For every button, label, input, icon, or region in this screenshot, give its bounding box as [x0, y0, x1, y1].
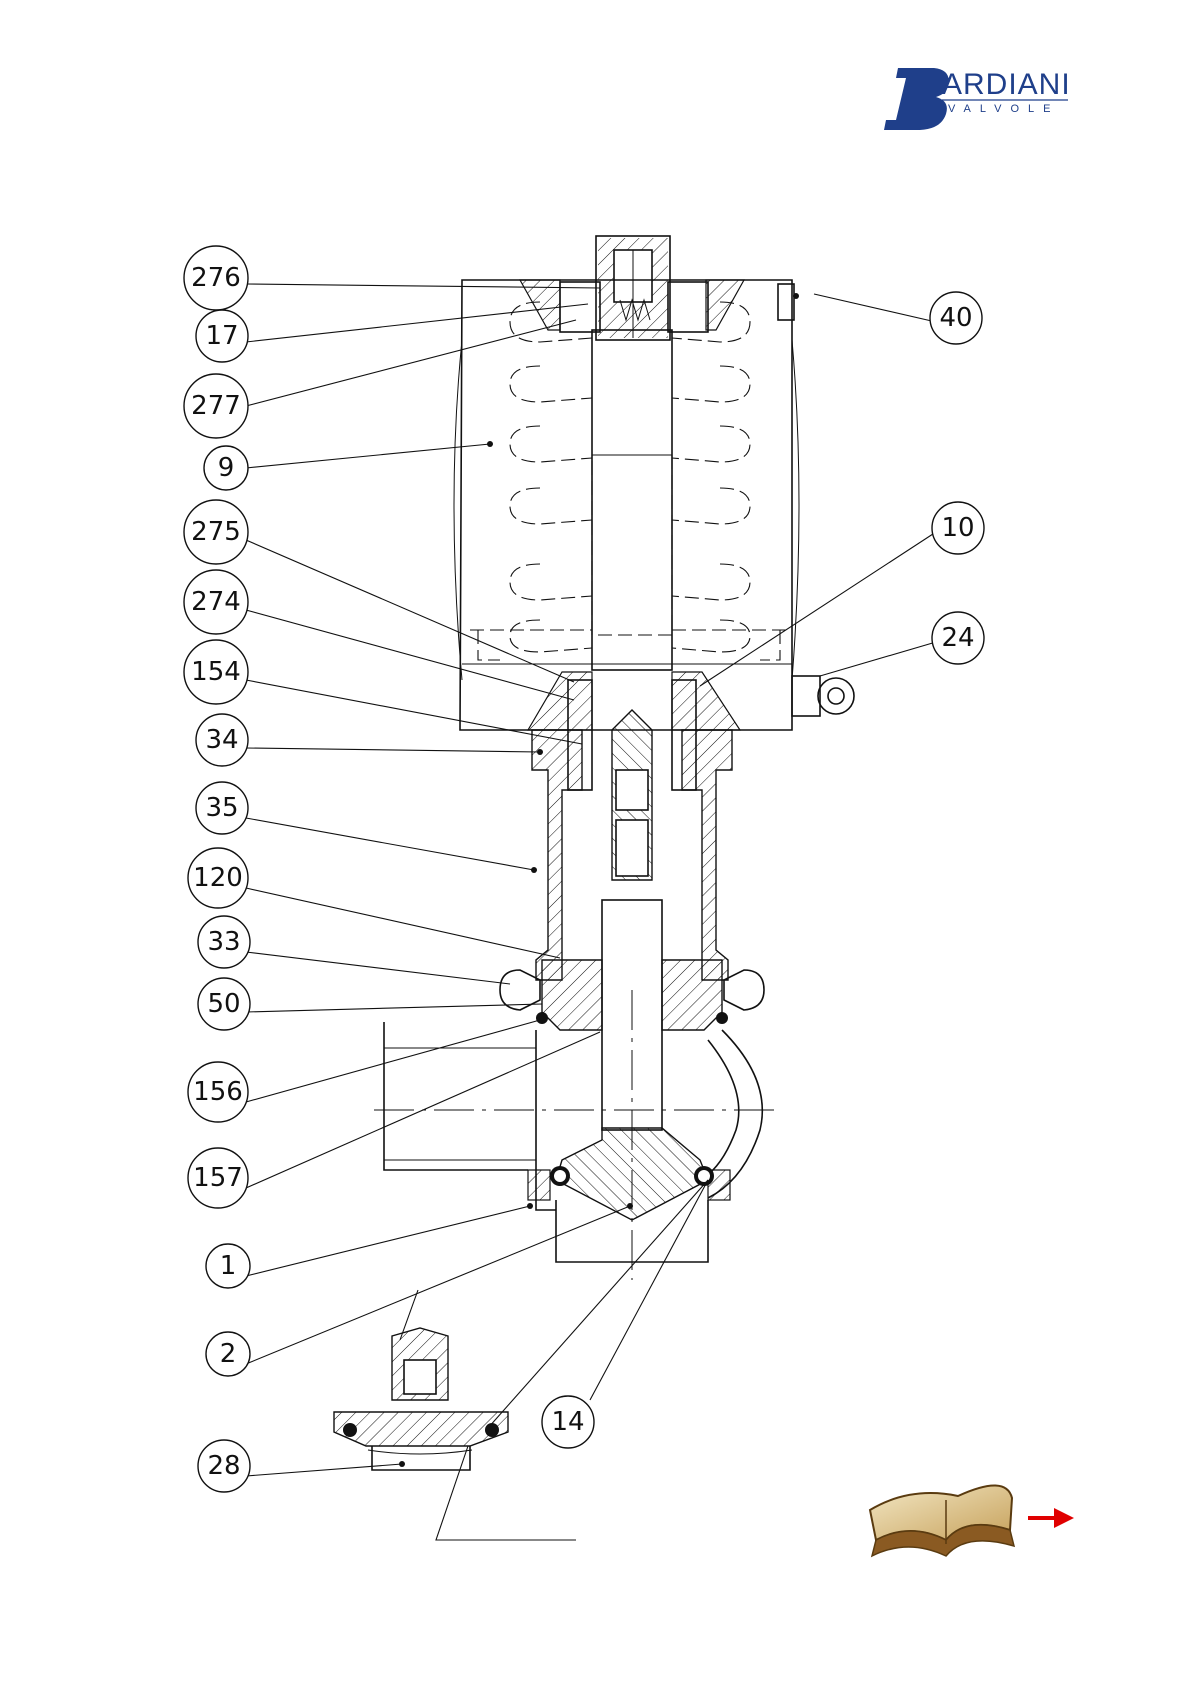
svg-text:120: 120 — [193, 863, 243, 893]
callout-277: 277 — [184, 374, 248, 438]
svg-text:275: 275 — [191, 517, 241, 547]
brand-name: ARDIANI — [942, 68, 1071, 101]
callout-17: 17 — [196, 310, 248, 362]
svg-text:276: 276 — [191, 263, 241, 293]
callout-24: 24 — [932, 612, 984, 664]
callout-1: 1 — [206, 1244, 250, 1288]
callout-274: 274 — [184, 570, 248, 634]
svg-text:35: 35 — [205, 793, 238, 823]
svg-text:9: 9 — [218, 453, 235, 483]
svg-text:2: 2 — [220, 1339, 237, 1369]
svg-text:10: 10 — [941, 513, 974, 543]
callout-50: 50 — [198, 978, 250, 1030]
leader-lines — [246, 284, 936, 1476]
svg-text:14: 14 — [551, 1407, 584, 1437]
svg-text:154: 154 — [191, 657, 241, 687]
callout-157: 157 — [188, 1148, 248, 1208]
svg-text:28: 28 — [207, 1451, 240, 1481]
svg-text:1: 1 — [220, 1251, 237, 1281]
red-arrow-right-icon[interactable] — [1028, 1508, 1074, 1528]
brand-logo: ARDIANI VALVOLE — [884, 68, 1071, 130]
callouts: 276 17 277 9 275 274 154 34 35 120 33 50… — [184, 246, 984, 1492]
callout-35: 35 — [196, 782, 248, 834]
svg-text:50: 50 — [207, 989, 240, 1019]
callout-34: 34 — [196, 714, 248, 766]
callout-33: 33 — [198, 916, 250, 968]
callout-9: 9 — [204, 446, 248, 490]
callout-276: 276 — [184, 246, 248, 310]
svg-text:156: 156 — [193, 1077, 243, 1107]
callout-154: 154 — [184, 640, 248, 704]
callout-275: 275 — [184, 500, 248, 564]
svg-text:24: 24 — [941, 623, 974, 653]
brand-subtitle: VALVOLE — [948, 103, 1060, 115]
svg-text:40: 40 — [939, 303, 972, 333]
open-book-icon[interactable] — [870, 1485, 1014, 1556]
brand-logo-mark — [884, 68, 949, 130]
svg-text:277: 277 — [191, 391, 241, 421]
callout-10: 10 — [932, 502, 984, 554]
svg-text:17: 17 — [205, 321, 238, 351]
callout-40: 40 — [930, 292, 982, 344]
callout-14: 14 — [542, 1396, 594, 1448]
svg-text:157: 157 — [193, 1163, 243, 1193]
svg-text:34: 34 — [205, 725, 238, 755]
callout-28: 28 — [198, 1440, 250, 1492]
callout-120: 120 — [188, 848, 248, 908]
svg-text:33: 33 — [207, 927, 240, 957]
callout-156: 156 — [188, 1062, 248, 1122]
callout-2: 2 — [206, 1332, 250, 1376]
valve-cross-section — [334, 236, 854, 1540]
svg-text:274: 274 — [191, 587, 241, 617]
